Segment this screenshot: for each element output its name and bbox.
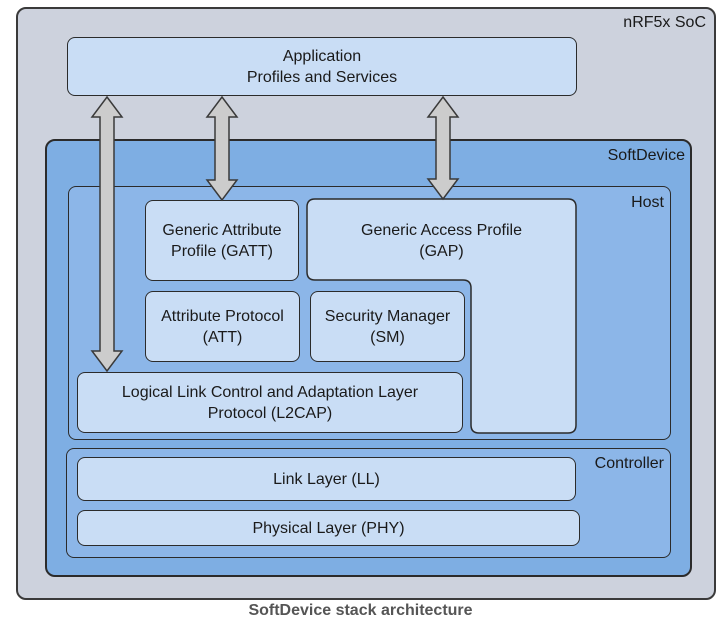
sm-title: Security Manager xyxy=(324,307,451,325)
att-box: Attribute Protocol (ATT) xyxy=(145,291,300,362)
gatt-abbrev: Profile (GATT) xyxy=(171,242,273,260)
soc-label: nRF5x SoC xyxy=(623,14,706,31)
figure-caption: SoftDevice stack architecture xyxy=(248,602,473,619)
l2cap-abbrev: Protocol (L2CAP) xyxy=(207,404,333,422)
softdevice-label: SoftDevice xyxy=(607,147,685,164)
gatt-title: Generic Attribute xyxy=(162,221,282,239)
gap-abbrev: (GAP) xyxy=(419,243,464,260)
link-layer-label: Link Layer (LL) xyxy=(273,470,380,488)
physical-layer-label: Physical Layer (PHY) xyxy=(252,519,405,537)
application-box: Application Profiles and Services xyxy=(67,37,577,96)
l2cap-box: Logical Link Control and Adaptation Laye… xyxy=(77,372,463,433)
gap-label: Generic Access Profile (GAP) xyxy=(307,220,576,262)
att-title: Attribute Protocol xyxy=(161,307,284,325)
host-label: Host xyxy=(631,194,664,211)
sm-box: Security Manager (SM) xyxy=(310,291,465,362)
link-layer-box: Link Layer (LL) xyxy=(77,457,576,501)
l2cap-title: Logical Link Control and Adaptation Laye… xyxy=(121,383,419,401)
controller-label: Controller xyxy=(594,455,664,472)
gap-title: Generic Access Profile xyxy=(361,222,522,239)
sm-abbrev: (SM) xyxy=(370,328,405,346)
physical-layer-box: Physical Layer (PHY) xyxy=(77,510,580,546)
application-title: Application xyxy=(282,47,362,65)
gatt-box: Generic Attribute Profile (GATT) xyxy=(145,200,299,281)
att-abbrev: (ATT) xyxy=(202,328,243,346)
application-subtitle: Profiles and Services xyxy=(246,68,398,86)
